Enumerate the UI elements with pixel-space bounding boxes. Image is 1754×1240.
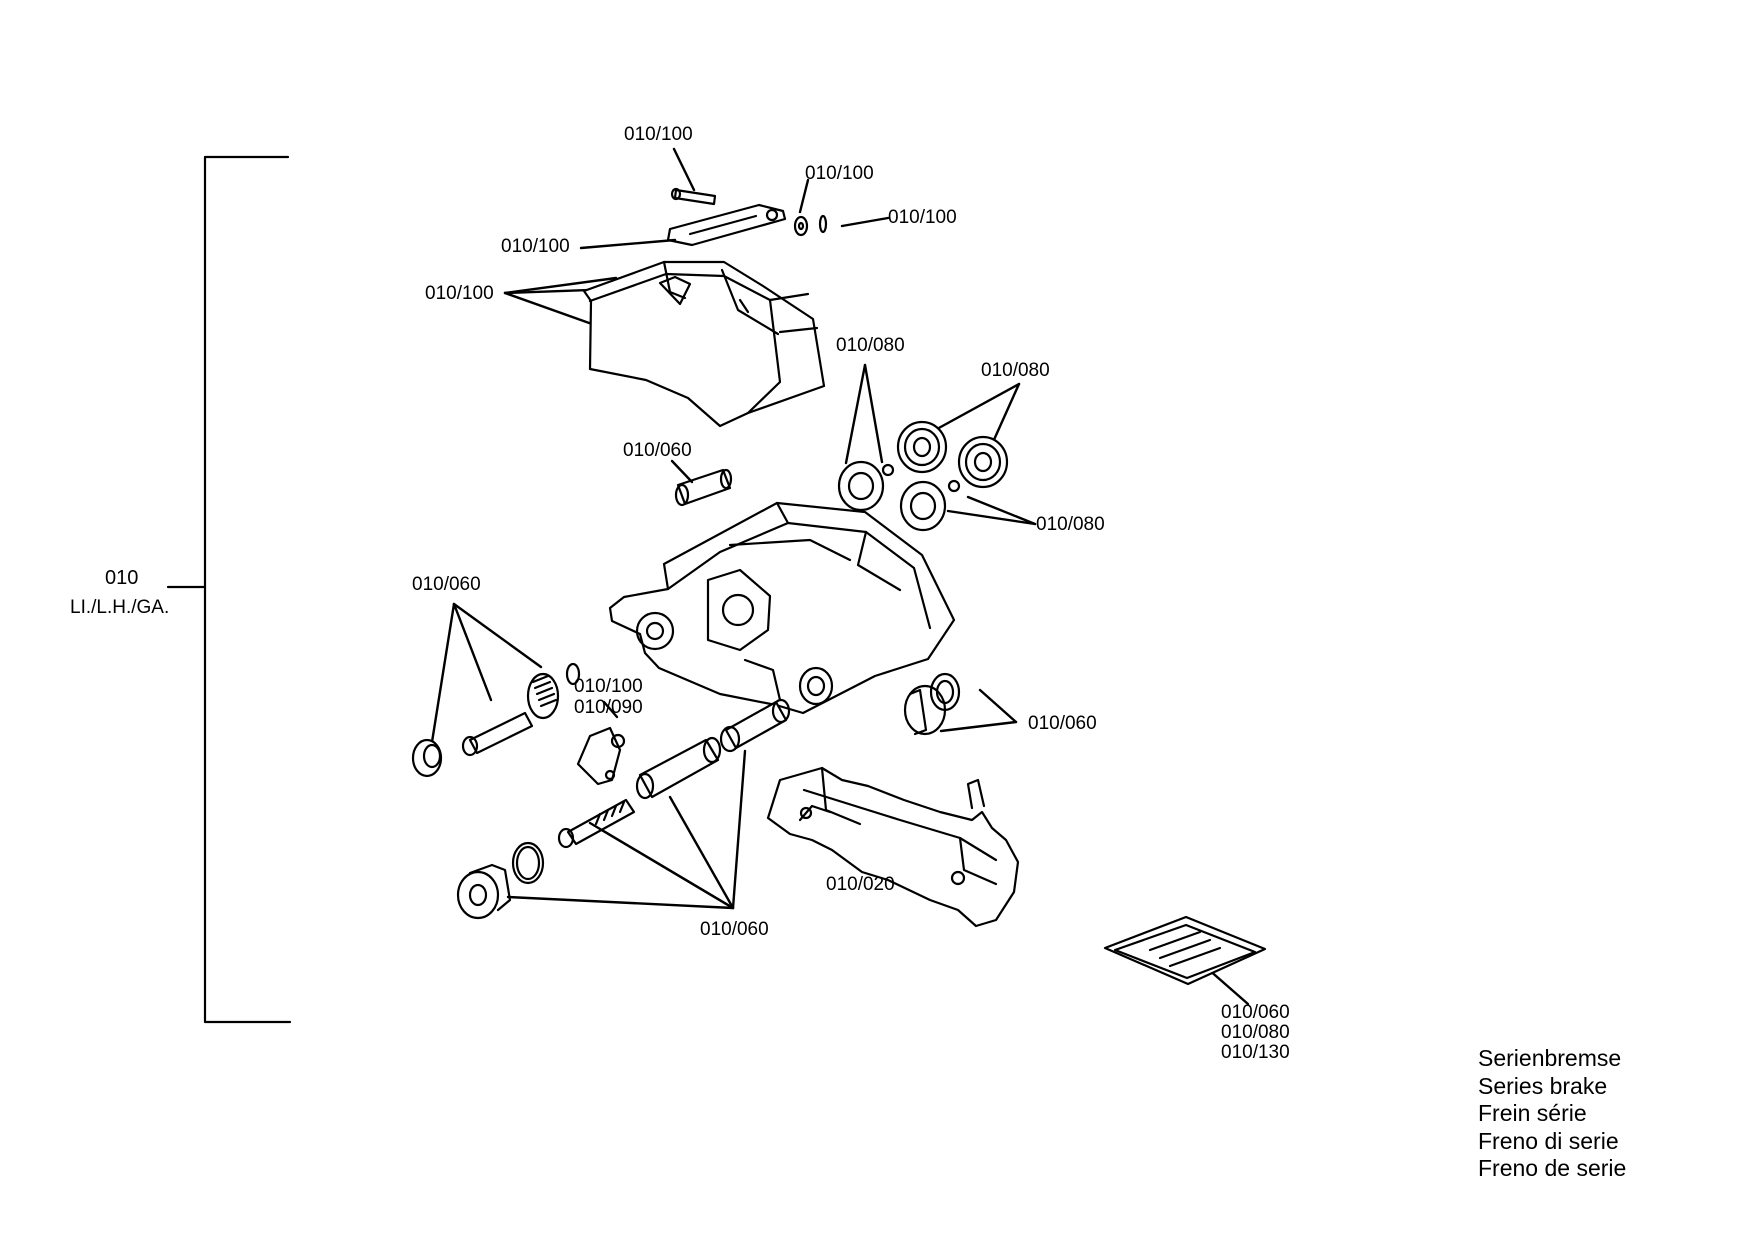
callout-c7[interactable]: 010/080 (981, 360, 1050, 381)
spring-part (526, 662, 581, 720)
kit-ref-2[interactable]: 010/080 (1221, 1022, 1290, 1043)
assembly-bracket (166, 155, 292, 1024)
callout-c1[interactable]: 010/100 (624, 124, 693, 145)
guide-sleeve-part-2 (719, 698, 791, 753)
end-cap-part (456, 863, 512, 920)
brake-carrier-part (766, 766, 1020, 928)
callout-c8[interactable]: 010/060 (623, 440, 692, 461)
kit-ref-3[interactable]: 010/130 (1221, 1042, 1290, 1063)
piston-seal-part-2 (899, 479, 961, 532)
title-line-de: Serienbremse (1478, 1045, 1622, 1071)
guide-tube-part (635, 736, 722, 800)
callout-c3[interactable]: 010/100 (888, 207, 957, 228)
washer-part (793, 215, 809, 237)
callout-c2[interactable]: 010/100 (805, 163, 874, 184)
bushing-part (903, 672, 961, 736)
title-line-es: Freno de serie (1478, 1155, 1627, 1181)
title-line-it: Freno di serie (1478, 1127, 1619, 1154)
cap-part (411, 738, 443, 778)
retaining-clip-part (666, 203, 787, 247)
callout-c13[interactable]: 010/060 (1028, 713, 1097, 734)
assembly-number: 010 (105, 567, 139, 589)
piston-seal-part (837, 460, 895, 512)
guide-sleeve-part (674, 468, 733, 507)
o-ring-part (511, 841, 545, 885)
callout-c4[interactable]: 010/100 (501, 236, 570, 257)
callout-c14[interactable]: 010/020 (826, 874, 895, 895)
assembly-side-label: LI./L.H./GA. (70, 597, 170, 618)
tappet-part-2 (957, 435, 1009, 489)
callout-c15[interactable]: 010/060 (700, 919, 769, 940)
callout-c12[interactable]: 010/090 (574, 697, 643, 718)
callout-c6[interactable]: 010/080 (836, 335, 905, 356)
title-line-fr: Frein série (1478, 1100, 1587, 1126)
tappet-part (896, 420, 948, 474)
lower-guide-bolt-part (557, 798, 636, 849)
brake-pads-part (582, 260, 826, 428)
caliper-housing-part (608, 501, 956, 715)
title-legend: Serienbremse Series brake Frein série Fr… (1478, 1045, 1626, 1183)
kit-ref-1[interactable]: 010/060 (1221, 1002, 1290, 1023)
guide-bolt-part (461, 711, 534, 757)
pin-part (670, 187, 717, 206)
callout-c10[interactable]: 010/060 (412, 574, 481, 595)
callout-c9[interactable]: 010/080 (1036, 514, 1105, 535)
title-line-en: Series brake (1478, 1072, 1608, 1099)
cover-part (576, 726, 626, 786)
circlip-part (818, 214, 828, 234)
repair-kit-part (1103, 915, 1267, 986)
callout-c11[interactable]: 010/100 (574, 676, 643, 697)
callout-c5[interactable]: 010/100 (425, 283, 494, 304)
